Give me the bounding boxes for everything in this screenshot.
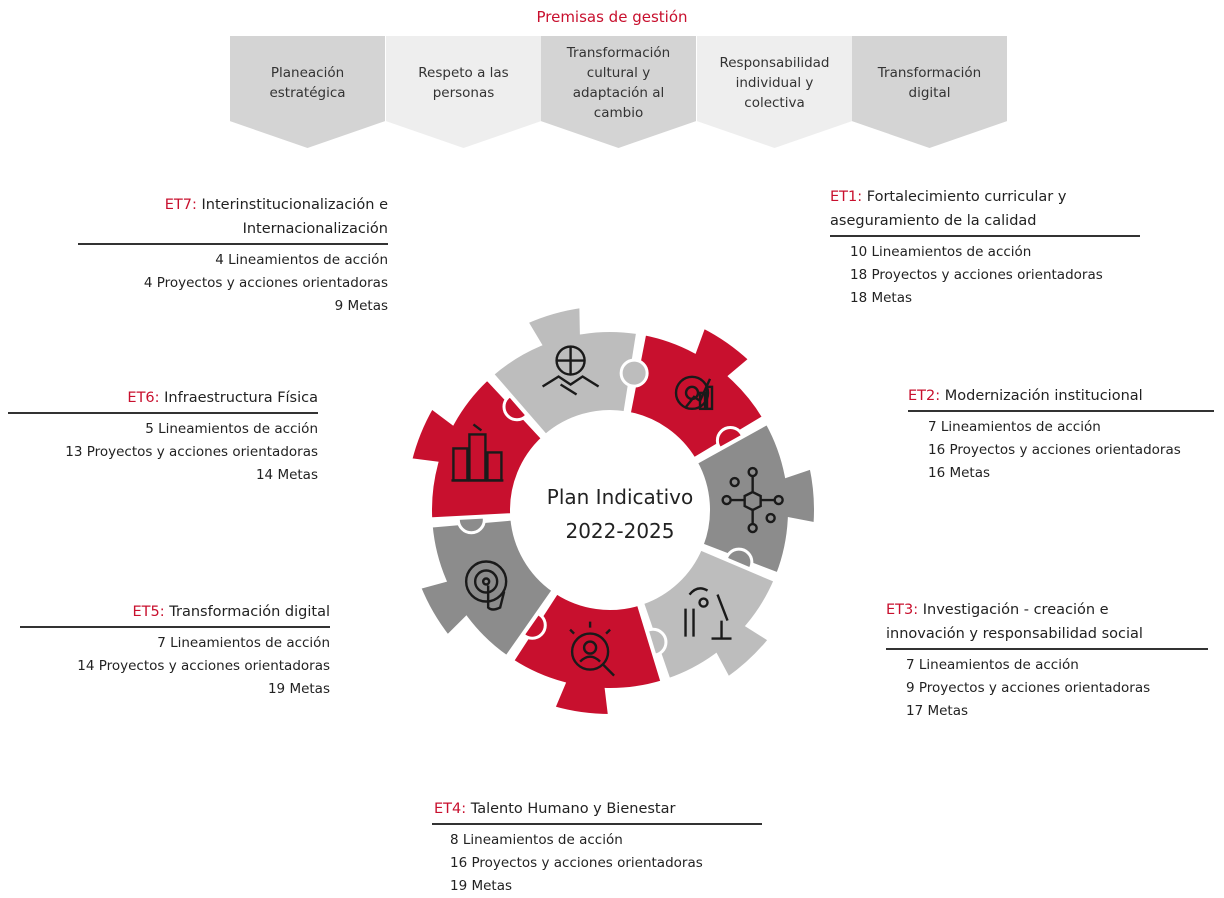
et5-metas: 19 Metas xyxy=(267,680,330,697)
et6-proyectos: 13 Proyectos y acciones orientadoras xyxy=(65,443,318,460)
et2-segment xyxy=(692,420,818,578)
et5-block: ET5: Transformación digital 7 Lineamient… xyxy=(20,600,330,701)
premisa-planeacion: Planeación estratégica xyxy=(230,36,385,148)
et4-block: ET4: Talento Humano y Bienestar 8 Lineam… xyxy=(432,797,762,898)
premisa-transformacion-digital: Transformación digital xyxy=(852,36,1007,148)
et2-puzzle-piece xyxy=(692,420,818,578)
et2-proyectos: 16 Proyectos y acciones orientadoras xyxy=(928,441,1181,458)
buildings-icon xyxy=(451,423,504,482)
et7-segment xyxy=(489,303,649,439)
et4-proyectos: 16 Proyectos y acciones orientadoras xyxy=(450,854,703,871)
et3-metas: 17 Metas xyxy=(906,702,969,719)
et3-divider xyxy=(886,648,1208,650)
et6-divider xyxy=(8,412,318,414)
et5-code: ET5: xyxy=(132,604,165,620)
premisa-transformacion-cultural: Transformación cultural y adaptación al … xyxy=(541,36,696,148)
et1-code: ET1: xyxy=(830,189,863,205)
et3-title-b: innovación y responsabilidad social xyxy=(886,626,1143,642)
et4-code: ET4: xyxy=(434,801,467,817)
et7-puzzle-piece xyxy=(489,303,641,439)
et6-metas: 14 Metas xyxy=(255,466,318,483)
et2-code: ET2: xyxy=(908,388,941,404)
et7-metas: 9 Metas xyxy=(334,297,388,314)
et3-title-line1: ET3: Investigación - creación e xyxy=(886,598,1208,622)
et7-proyectos: 4 Proyectos y acciones orientadoras xyxy=(143,274,388,291)
et2-title-line1: ET2: Modernización institucional xyxy=(908,384,1214,408)
et6-block: ET6: Infraestructura Física 5 Lineamient… xyxy=(8,386,318,487)
et3-title-a: Investigación - creación e xyxy=(922,602,1109,618)
et3-block: ET3: Investigación - creación e innovaci… xyxy=(886,598,1208,723)
et7-title-a: Interinstitucionalización e xyxy=(201,197,389,213)
et5-proyectos: 14 Proyectos y acciones orientadoras xyxy=(77,657,330,674)
et4-divider xyxy=(432,823,762,825)
center-title-line1: Plan Indicativo xyxy=(546,485,694,509)
et7-lineamientos: 4 Lineamientos de acción xyxy=(215,251,388,268)
et4-title-line1: ET4: Talento Humano y Bienestar xyxy=(432,797,762,821)
et1-proyectos: 18 Proyectos y acciones orientadoras xyxy=(850,266,1103,283)
et1-lineamientos: 10 Lineamientos de acción xyxy=(850,243,1032,260)
et4-lineamientos: 8 Lineamientos de acción xyxy=(450,831,623,848)
et4-metas: 19 Metas xyxy=(450,877,513,894)
center-title: Plan Indicativo 2022-2025 xyxy=(520,480,720,548)
gear-chart-icon xyxy=(674,375,714,411)
network-cube-icon xyxy=(721,466,784,534)
center-title-line2: 2022-2025 xyxy=(565,519,675,543)
et5-title-line1: ET5: Transformación digital xyxy=(20,600,331,624)
et1-segment xyxy=(626,323,768,463)
et3-proyectos: 9 Proyectos y acciones orientadoras xyxy=(906,679,1151,696)
premisas-chevrons: Planeación estratégica Respeto a las per… xyxy=(230,36,1008,148)
et1-title-b: aseguramiento de la calidad xyxy=(830,213,1037,229)
et7-puzzle-knob xyxy=(619,358,649,388)
et5-title-a: Transformación digital xyxy=(169,604,330,620)
et7-title-line1: ET7: Interinstitucionalización e xyxy=(78,193,388,217)
gear-diagram xyxy=(407,303,818,719)
globe-handshake-icon xyxy=(541,345,600,396)
et1-title-line1: ET1: Fortalecimiento curricular y xyxy=(830,185,1140,209)
lab-microscope-icon xyxy=(684,587,732,640)
et2-title-a: Modernización institucional xyxy=(944,388,1143,404)
et6-title-a: Infraestructura Física xyxy=(164,390,318,406)
premisa-respeto: Respeto a las personas xyxy=(386,36,541,148)
et1-block: ET1: Fortalecimiento curricular y asegur… xyxy=(830,185,1140,310)
et1-divider xyxy=(830,235,1140,237)
et7-title-b: Internacionalización xyxy=(242,221,388,237)
et5-puzzle-piece xyxy=(416,516,557,661)
et7-code: ET7: xyxy=(164,197,197,213)
et3-puzzle-piece xyxy=(639,545,779,683)
et6-lineamientos: 5 Lineamientos de acción xyxy=(145,420,318,437)
et3-segment xyxy=(638,545,779,683)
et1-metas: 18 Metas xyxy=(850,289,913,306)
et5-lineamientos: 7 Lineamientos de acción xyxy=(157,634,330,651)
touch-target-icon xyxy=(464,560,508,611)
et2-block: ET2: Modernización institucional 7 Linea… xyxy=(908,384,1214,485)
et2-divider xyxy=(908,410,1214,412)
et3-lineamientos: 7 Lineamientos de acción xyxy=(906,656,1079,673)
et2-lineamientos: 7 Lineamientos de acción xyxy=(928,418,1101,435)
person-search-icon xyxy=(569,621,615,677)
et6-code: ET6: xyxy=(127,390,160,406)
premisa-responsabilidad: Responsabilidad individual y colectiva xyxy=(697,36,852,148)
et5-divider xyxy=(20,626,330,628)
premisas-title: Premisas de gestión xyxy=(536,8,688,26)
et4-title-a: Talento Humano y Bienestar xyxy=(470,801,676,817)
et7-divider xyxy=(78,243,388,245)
et3-code: ET3: xyxy=(886,602,919,618)
et6-title-line1: ET6: Infraestructura Física xyxy=(8,386,318,410)
et1-title-a: Fortalecimiento curricular y xyxy=(866,189,1067,205)
et2-metas: 16 Metas xyxy=(928,464,991,481)
et7-block: ET7: Interinstitucionalización e Interna… xyxy=(78,193,388,318)
